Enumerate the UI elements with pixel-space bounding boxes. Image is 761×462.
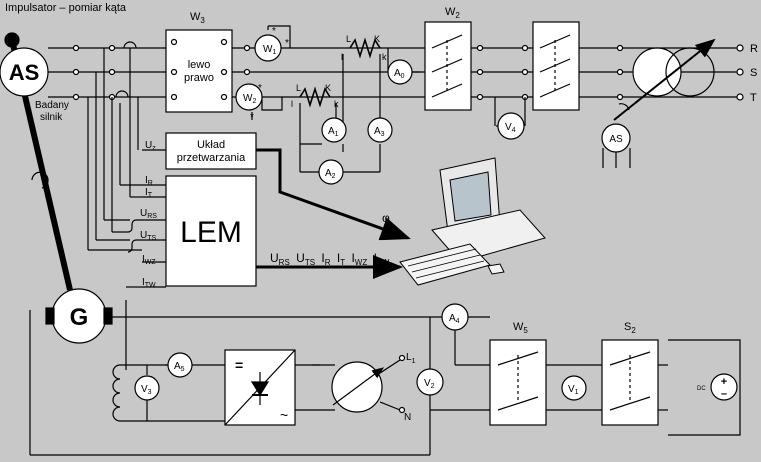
badany-silnik-label: Badany <box>35 100 69 111</box>
lem-label: LEM <box>180 216 242 249</box>
computer-icon <box>399 157 546 286</box>
v3-label: V3 <box>141 384 152 396</box>
voltmeter-v2 <box>416 368 444 396</box>
w2-meter-label: W2 <box>243 93 256 105</box>
svg-text:*: * <box>258 83 262 94</box>
n-label: N <box>404 412 411 423</box>
badany-silnik-label-2: silnik <box>40 112 63 123</box>
as-main-label: AS <box>9 60 40 85</box>
svg-text:+: + <box>721 376 727 388</box>
ammeter-a4 <box>441 303 469 331</box>
as-source <box>601 123 631 153</box>
svg-text:L: L <box>346 34 351 44</box>
phi-label: φ <box>382 211 390 225</box>
signal-urs: URS <box>140 208 157 220</box>
phase-s-label: S <box>750 67 757 79</box>
a2-label: A2 <box>325 168 336 180</box>
svg-text:K: K <box>325 83 331 93</box>
s2-title: S2 <box>624 321 636 335</box>
w1-meter-label: W1 <box>263 44 276 56</box>
ammeter-a1 <box>321 117 347 143</box>
w3-title: W3 <box>190 11 205 25</box>
w2-title: W2 <box>445 6 460 20</box>
lewo-label: lewo <box>188 59 211 71</box>
signal-ir: IR <box>145 175 153 187</box>
generator-label: G <box>70 304 89 331</box>
dc-label: DC <box>697 386 706 392</box>
a0-label: A0 <box>394 68 405 80</box>
signal-uz: Uz <box>145 140 156 152</box>
signal-iwz: IWZ <box>142 254 156 266</box>
wattmeter-w2 <box>235 83 263 111</box>
a5-label: A5 <box>174 361 185 373</box>
svg-text:=: = <box>235 357 243 373</box>
v1-label: V1 <box>568 384 579 396</box>
svg-text:*: * <box>250 112 254 123</box>
ammeter-a2 <box>318 159 344 185</box>
v2-label: V2 <box>424 378 435 390</box>
voltmeter-v3 <box>134 375 160 401</box>
phase-t-label: T <box>750 92 757 104</box>
a1-label: A1 <box>328 126 339 138</box>
a4-label: A4 <box>449 313 460 325</box>
svg-text:*: * <box>285 38 289 49</box>
impulsator-label: Impulsator – pomiar kąta <box>5 2 127 14</box>
l1-label: L1 <box>406 352 416 365</box>
svg-text:l: l <box>291 99 293 109</box>
uklad-label-1: Układ <box>197 139 225 151</box>
svg-text:K: K <box>374 34 380 44</box>
dc-source <box>710 373 738 401</box>
signal-itw: ITW <box>142 277 156 289</box>
uklad-label-2: przetwarzania <box>177 152 246 164</box>
ammeter-a0 <box>387 59 413 85</box>
phase-r-label: R <box>750 43 758 55</box>
output-bus-label: URS UTS IR IT IWZ ITW <box>270 251 390 268</box>
motor-as <box>0 47 49 97</box>
svg-text:–: – <box>721 388 727 400</box>
prawo-label: prawo <box>184 72 214 84</box>
svg-text:k: k <box>334 99 339 109</box>
signal-uts: UTS <box>140 230 157 242</box>
ammeter-a5 <box>167 352 193 378</box>
voltmeter-v4 <box>497 112 525 140</box>
ammeter-a3 <box>367 117 393 143</box>
svg-text:*: * <box>272 26 276 37</box>
svg-text:L: L <box>296 83 301 93</box>
svg-text:~: ~ <box>280 407 288 423</box>
w5-title: W5 <box>513 321 528 335</box>
as-source-label: AS <box>609 134 623 145</box>
svg-text:k: k <box>382 52 387 62</box>
wattmeter-w1 <box>254 34 282 62</box>
v4-label: V4 <box>505 122 516 134</box>
voltmeter-v1 <box>561 375 587 401</box>
impulsator-marker <box>4 32 20 48</box>
svg-text:l: l <box>341 52 343 62</box>
signal-it: IT <box>145 187 153 199</box>
a3-label: A3 <box>374 126 385 138</box>
